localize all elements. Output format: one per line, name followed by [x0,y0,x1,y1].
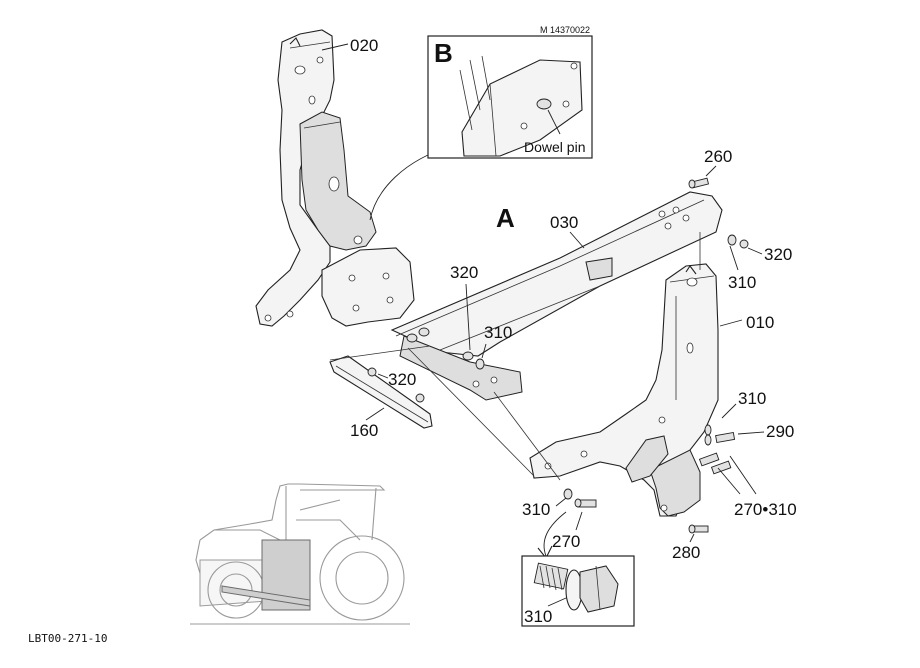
label-310-right: 310 [728,273,756,292]
fasteners-lower-right [688,424,736,534]
arrow-to-inset [543,511,567,557]
part-020-left-frame [255,29,415,327]
tractor-thumbnail [190,483,410,625]
leader-270-bottom [575,511,583,531]
label-310-inset: 310 [524,607,552,626]
label-310-center: 310 [484,323,512,342]
label-310-bottom: 310 [522,500,550,519]
label-030: 030 [550,213,578,232]
dowel-320-right [739,239,749,249]
leader-320-left [377,373,389,379]
drawing-number: M 14370022 [540,25,590,35]
label-010: 010 [746,313,774,332]
leader-270-310 [717,455,757,495]
leader-320-right [747,247,763,255]
dowel-pin-callout: Dowel pin [524,139,585,155]
detail-b-box: B M 14370022 Dowel pin [427,25,593,159]
label-270-bottom: 270 [552,532,580,551]
label-310-lower-right: 310 [738,389,766,408]
label-160: 160 [350,421,378,440]
washer-310-right [727,234,737,246]
label-290: 290 [766,422,794,441]
leader-020 [321,43,349,51]
projection-lines [329,232,701,481]
leader-280 [689,533,695,543]
dowel-320-center [462,351,474,361]
part-030-main-beam [390,191,723,401]
leader-310-lower-right [721,403,737,419]
leader-260 [705,165,717,177]
label-320-left: 320 [388,370,416,389]
label-280: 280 [672,543,700,562]
inset-bolt-box [521,555,635,627]
leader-290 [737,431,765,435]
leader-010 [719,319,743,327]
leader-030 [569,231,585,249]
leader-160 [365,407,385,421]
leader-310-bottom [555,497,567,507]
leader-310-center [481,343,487,359]
part-160-plate [329,355,433,429]
leader-310-right [729,245,739,271]
bolt-260 [688,177,710,189]
washer-310-center [475,358,485,370]
leader-310-inset [547,597,567,607]
figure-code: LBT00-271-10 [28,632,107,645]
label-020: 020 [350,36,378,55]
label-320-right: 320 [764,245,792,264]
fasteners-bottom [563,488,597,508]
label-260: 260 [704,147,732,166]
part-010-right-frame [529,263,719,517]
detail-b-label: B [434,38,453,68]
label-270-310: 270•310 [734,500,797,519]
leader-320-center [465,283,471,351]
label-320-center: 320 [450,263,478,282]
view-a-label: A [496,203,515,233]
